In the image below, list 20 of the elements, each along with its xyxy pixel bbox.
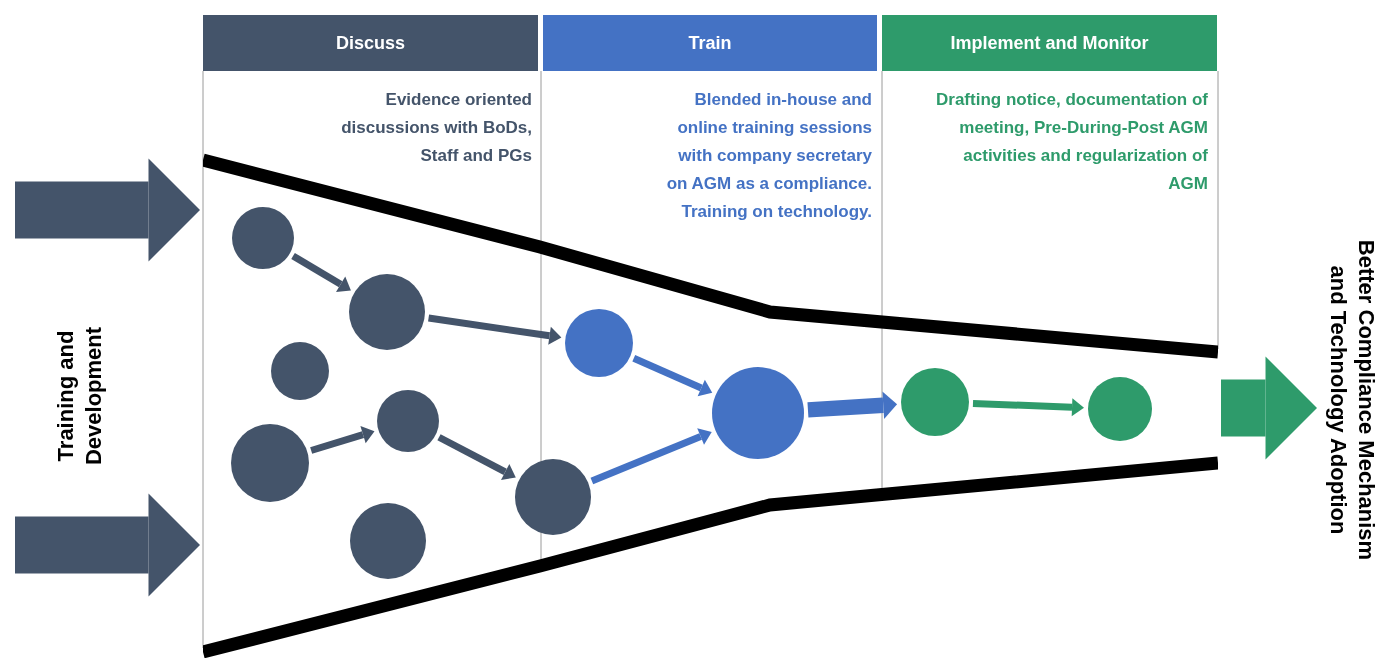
circle [271, 342, 329, 400]
stage-header: Train [543, 15, 877, 71]
arrow [807, 391, 898, 420]
arrow [428, 314, 562, 345]
arrow [437, 434, 516, 480]
stage-header: Implement and Monitor [882, 15, 1217, 71]
arrow [310, 426, 375, 454]
stage-description: Blended in-house and online training sessions with company secretary on AGM as a compliance. Training on technology. [665, 89, 872, 223]
stage-description: Evidence oriented discussions with BoDs, Staff and PGs [340, 89, 532, 167]
outcome-text: Better Compliance Mechanism and Technology Adoption [1320, 225, 1384, 575]
input-text: Training and Development [52, 325, 107, 468]
arrow [972, 398, 1085, 417]
arrow [291, 252, 351, 293]
stage-header: Discuss [203, 15, 538, 71]
arrow [15, 158, 200, 262]
arrow [1221, 356, 1317, 460]
arrow [590, 428, 712, 485]
arrow [15, 493, 200, 597]
arrow [632, 355, 713, 397]
stage-description: Drafting notice, documentation of meeting, Pre-During-Post AGM activities and regularization of AGM [936, 89, 1208, 195]
